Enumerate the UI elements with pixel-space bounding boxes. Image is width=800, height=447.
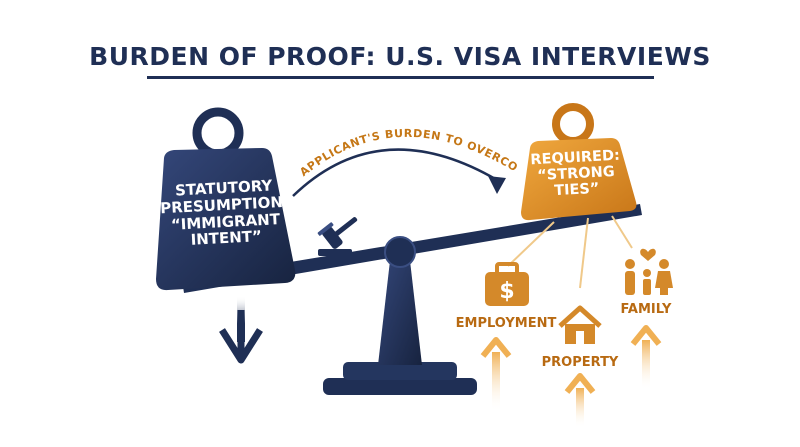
briefcase-dollar-icon: $ <box>485 262 529 306</box>
property-up-arrow <box>564 373 596 428</box>
title-underline <box>147 76 654 79</box>
gavel-icon <box>317 217 358 256</box>
svg-text:$: $ <box>499 279 514 304</box>
immigrant-intent-weight <box>156 107 296 291</box>
family-icon <box>625 248 673 295</box>
tie-connectors <box>507 215 633 289</box>
family-label: FAMILY <box>620 302 672 317</box>
statutory-presumption-label: STATUTORY PRESUMPTION: “IMMIGRANT INTENT… <box>158 177 291 251</box>
employment-label: EMPLOYMENT <box>455 316 557 331</box>
scale-base <box>323 252 477 395</box>
family-up-arrow <box>630 325 662 390</box>
employment-up-arrow <box>480 337 512 412</box>
down-arrow-icon <box>219 296 263 364</box>
strong-ties-weight <box>521 103 637 221</box>
strong-ties-label: REQUIRED: “STRONG TIES” <box>521 147 631 201</box>
page-title: BURDEN OF PROOF: U.S. VISA INTERVIEWS <box>89 42 711 71</box>
scale-beam <box>182 204 642 293</box>
property-label: PROPERTY <box>541 355 619 370</box>
house-icon <box>558 305 602 344</box>
